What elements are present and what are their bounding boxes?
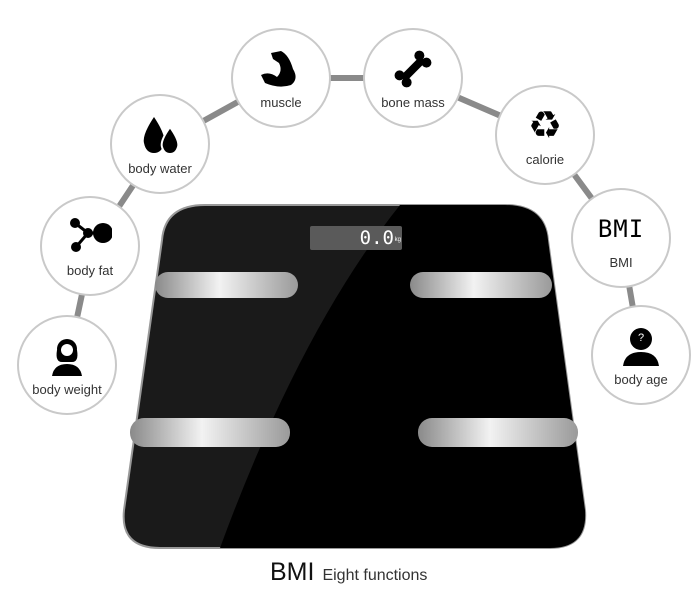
molecule-icon — [68, 215, 112, 259]
function-bmi: BMI BMI — [571, 188, 671, 288]
water-drops-icon — [138, 113, 182, 157]
scale-display: 0.0 kg — [310, 226, 402, 250]
electrode-pad — [418, 418, 578, 447]
function-body-age: ? body age — [591, 305, 691, 405]
function-label: body fat — [66, 262, 114, 278]
function-label: calorie — [525, 151, 565, 167]
recycle-icon: ♻ — [527, 104, 563, 147]
function-label: bone mass — [381, 94, 445, 110]
electrode-pad — [410, 272, 552, 298]
caption-subtitle: Eight functions — [322, 567, 428, 584]
person-icon — [45, 334, 89, 378]
bone-icon — [391, 47, 435, 91]
flexed-arm-icon — [259, 47, 303, 91]
function-label: body weight — [32, 381, 102, 397]
function-label: muscle — [260, 94, 302, 110]
function-label: body water — [128, 160, 192, 176]
electrode-pad — [130, 418, 290, 447]
bmi-text-icon: BMI — [597, 214, 645, 243]
caption-title: BMI — [270, 558, 315, 586]
electrode-pad — [155, 272, 298, 298]
function-label: BMI — [609, 254, 633, 270]
function-body-fat: body fat — [40, 196, 140, 296]
function-body-water: body water — [110, 94, 210, 194]
weight-reading: 0.0 — [359, 227, 394, 249]
function-label: body age — [614, 371, 668, 387]
function-bone-mass: bone mass — [363, 28, 463, 128]
function-body-weight: body weight — [17, 315, 117, 415]
function-muscle: muscle — [231, 28, 331, 128]
caption: BMI Eight functions — [270, 558, 427, 587]
person-question-icon: ? — [619, 324, 663, 368]
function-calorie: ♻ calorie — [495, 85, 595, 185]
weight-unit: kg — [394, 237, 401, 243]
question-mark: ? — [637, 331, 645, 344]
